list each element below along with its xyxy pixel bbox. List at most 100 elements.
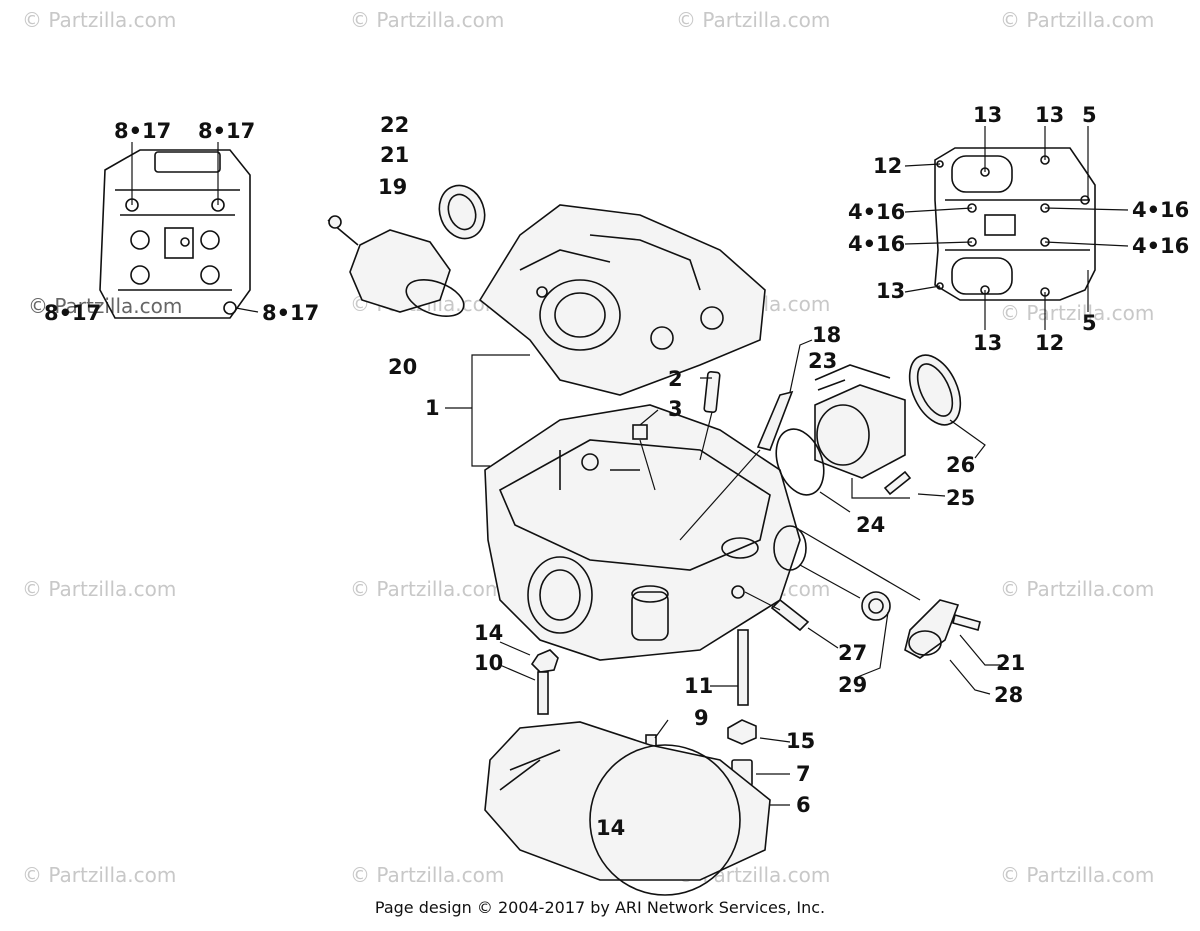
gasket-upper-port [951,155,1013,193]
watermark: © Partzilla.com [22,8,176,32]
exhaust-port [773,525,807,571]
callout-label: 5 [1082,311,1097,335]
callout-label: 6 [796,793,811,817]
valve-cover-post [130,230,150,250]
valve-cover-center-boss [164,227,194,259]
valve-cover-boss [700,306,724,330]
callout-label: 28 [994,683,1023,707]
gasket-center [984,214,1016,236]
gasket-ribs [945,199,1090,251]
gasket-cover-outline [934,147,1096,301]
flange-nut [727,719,757,745]
bolt-hole [223,301,237,315]
watermark: © Partzilla.com [22,577,176,601]
manifold-clamp [908,354,962,426]
leader-line [679,449,761,541]
leader-bracket [851,478,910,499]
intake-o-ring [775,428,825,496]
valve-cover-outline [99,149,251,319]
callout-label: 14 [474,621,503,645]
valve-cover-details [519,234,701,291]
leader-bracket [445,354,530,467]
callout-label: 8•17 [114,119,171,143]
callout-label: 2 [668,367,683,391]
callout-label: 11 [684,674,713,698]
temp-sensor [770,598,810,632]
head-gasket [484,721,771,881]
gasket-lower-port [951,257,1013,295]
callout-label: 9 [694,706,709,730]
callout-label: 23 [808,349,837,373]
leader-lines [819,419,986,513]
thermostat [861,591,891,621]
callout-label: 14 [596,816,625,840]
valve-cover-port-inner [554,292,606,338]
callout-label: 29 [838,673,867,697]
callout-label: 4•16 [848,232,905,256]
callout-label: 8•17 [44,301,101,325]
callout-label: 13 [973,331,1002,355]
seal-ring-inner [447,193,477,231]
valve-cover-post [130,265,150,285]
valve-cover-fins [154,151,221,173]
watermark: © Partzilla.com [350,577,504,601]
callout-label: 21 [380,143,409,167]
leader-line [235,307,259,313]
o-ring [405,278,465,318]
watermark: © Partzilla.com [1000,577,1154,601]
intake-manifold-nozzle [814,364,891,391]
watermark: © Partzilla.com [1000,8,1154,32]
spark-plug [756,390,794,451]
thermostat-center [868,598,884,614]
callout-label: 15 [786,729,815,753]
valve-cover-boss [650,326,674,350]
housing-bolt [952,614,981,631]
valve-cover [478,204,766,396]
cylinder-head-details [559,450,640,490]
callout-label: 12 [1035,331,1064,355]
leader-lines [499,641,791,831]
head-post-top [631,585,669,603]
stud [737,629,749,706]
intake-port-inner [539,569,581,621]
head-post [631,591,669,641]
callout-label: 27 [838,641,867,665]
callout-label: 22 [380,113,409,137]
leader-lines [744,591,839,649]
valve-guide [703,370,721,414]
leader-line [789,339,813,393]
temp-sensor-hole [731,585,745,599]
valve-cover-ribs [115,189,240,291]
watermark: © Partzilla.com [1000,863,1154,887]
watermark: © Partzilla.com [22,863,176,887]
watermark: © Partzilla.com [350,863,504,887]
stud [537,671,549,715]
callout-label: 3 [668,397,683,421]
callout-label: 20 [388,355,417,379]
cylinder-head-deck [498,439,771,571]
thermostat-housing-port [908,630,942,656]
callout-label: 21 [996,651,1025,675]
spark-plug-well [581,453,599,471]
cap-screw-head [328,215,342,229]
callout-label: 7 [796,762,811,786]
flange-nut [530,649,559,673]
watermark: © Partzilla.com [1000,301,1154,325]
callout-label: 8•17 [198,119,255,143]
valve-cover-port [539,279,621,351]
manifold-screw [883,470,912,496]
callout-label: 5 [1082,103,1097,127]
callout-label: 1 [425,396,440,420]
callout-label: 13 [876,279,905,303]
valve-cover-bolt [536,286,548,298]
head-boss [721,537,759,559]
callout-label: 24 [856,513,885,537]
manifold-clamp-inner [916,363,954,417]
leader-lines [799,529,1000,695]
inset-valve-cover-left: 8•17 8•17 8•17 8•17 [44,119,319,325]
intake-manifold-port [816,404,870,466]
callout-label: 4•16 [848,200,905,224]
head-gasket-details [499,749,561,791]
leader-lines [639,411,713,491]
watermark: © Partzilla.com [350,8,504,32]
